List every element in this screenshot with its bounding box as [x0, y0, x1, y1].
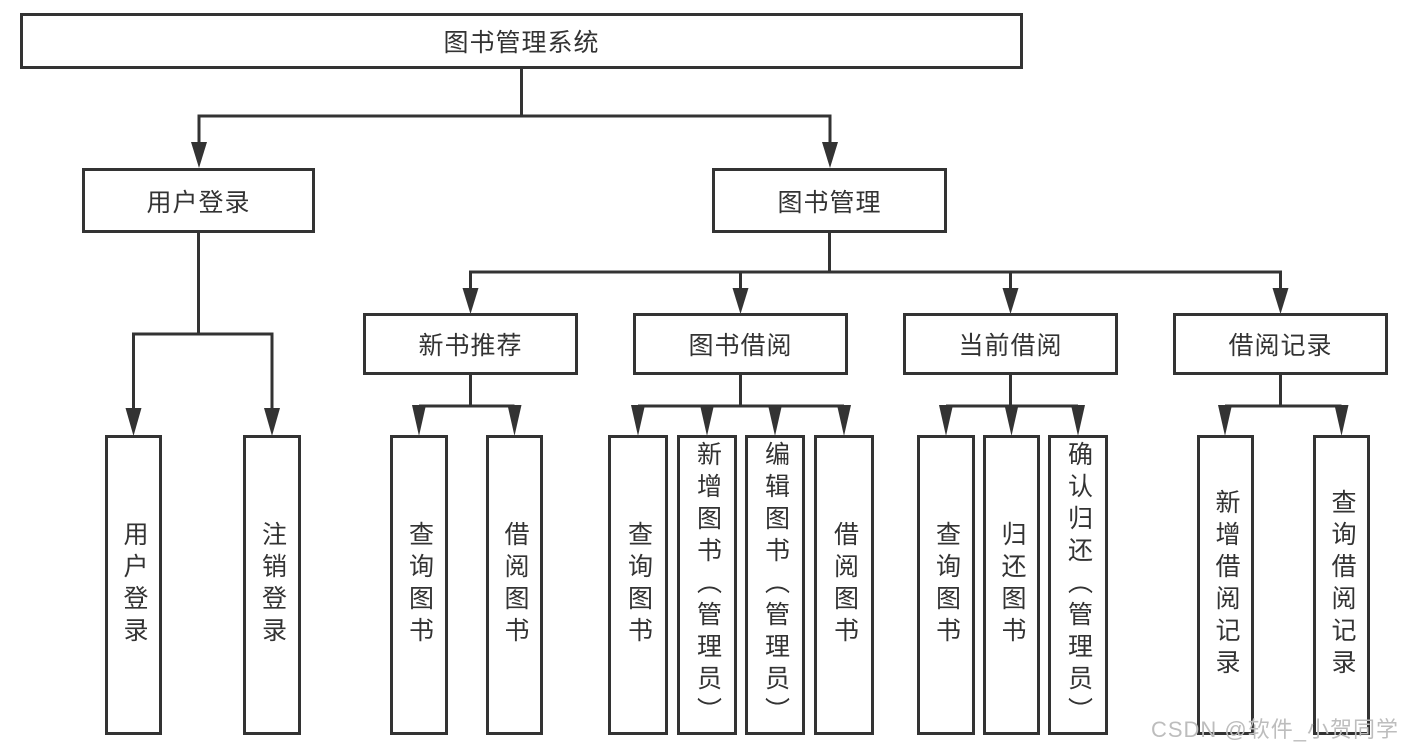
node-book-management-label: 图书管理	[777, 188, 882, 217]
leaf-query-book-3: 查询图书	[917, 435, 975, 735]
node-book-borrow-label: 图书借阅	[688, 332, 793, 360]
leaf-borrow-book-2: 借阅图书	[814, 435, 874, 735]
leaf-user-login: 用户登录	[105, 435, 162, 735]
node-user-login-label: 用户登录	[146, 188, 251, 217]
node-current-borrow-label: 当前借阅	[958, 332, 1063, 360]
leaf-user-login-label: 用户登录	[120, 521, 148, 649]
leaf-query-book-1: 查询图书	[390, 435, 448, 735]
leaf-confirm-return-admin: 确认归还（管理员）	[1048, 435, 1108, 735]
leaf-borrow-book-2-label: 借阅图书	[830, 521, 859, 649]
node-new-book-recommend: 新书推荐	[363, 313, 578, 375]
leaf-edit-book-admin-label: 编辑图书（管理员）	[761, 441, 790, 729]
leaf-confirm-return-admin-label: 确认归还（管理员）	[1064, 441, 1093, 729]
node-root-label: 图书管理系统	[443, 29, 600, 57]
leaf-add-borrow-record: 新增借阅记录	[1197, 435, 1254, 735]
node-borrow-record-label: 借阅记录	[1228, 332, 1333, 360]
leaf-logout-label: 注销登录	[258, 521, 287, 649]
csdn-watermark: CSDN @软件_小贺同学	[1150, 717, 1399, 742]
node-book-management: 图书管理	[712, 168, 947, 233]
leaf-query-book-2: 查询图书	[608, 435, 668, 735]
leaf-return-book-label: 归还图书	[998, 521, 1026, 649]
leaf-add-book-admin: 新增图书（管理员）	[677, 435, 737, 735]
node-borrow-record: 借阅记录	[1173, 313, 1388, 375]
leaf-query-borrow-record: 查询借阅记录	[1313, 435, 1370, 735]
arrowhead-icons	[125, 142, 1349, 436]
leaf-query-book-1-label: 查询图书	[405, 521, 434, 649]
node-root-system: 图书管理系统	[20, 13, 1023, 69]
node-book-borrow: 图书借阅	[633, 313, 848, 375]
leaf-query-borrow-record-label: 查询借阅记录	[1328, 489, 1356, 681]
leaf-borrow-book-1: 借阅图书	[486, 435, 543, 735]
leaf-borrow-book-1-label: 借阅图书	[501, 521, 529, 649]
node-user-login: 用户登录	[82, 168, 315, 233]
leaf-query-book-3-label: 查询图书	[932, 521, 961, 649]
leaf-logout: 注销登录	[243, 435, 301, 735]
leaf-return-book: 归还图书	[983, 435, 1040, 735]
leaf-add-borrow-record-label: 新增借阅记录	[1212, 489, 1240, 681]
node-new-book-recommend-label: 新书推荐	[418, 332, 523, 360]
node-current-borrow: 当前借阅	[903, 313, 1118, 375]
leaf-edit-book-admin: 编辑图书（管理员）	[745, 435, 805, 735]
leaf-add-book-admin-label: 新增图书（管理员）	[693, 441, 722, 729]
leaf-query-book-2-label: 查询图书	[624, 521, 653, 649]
